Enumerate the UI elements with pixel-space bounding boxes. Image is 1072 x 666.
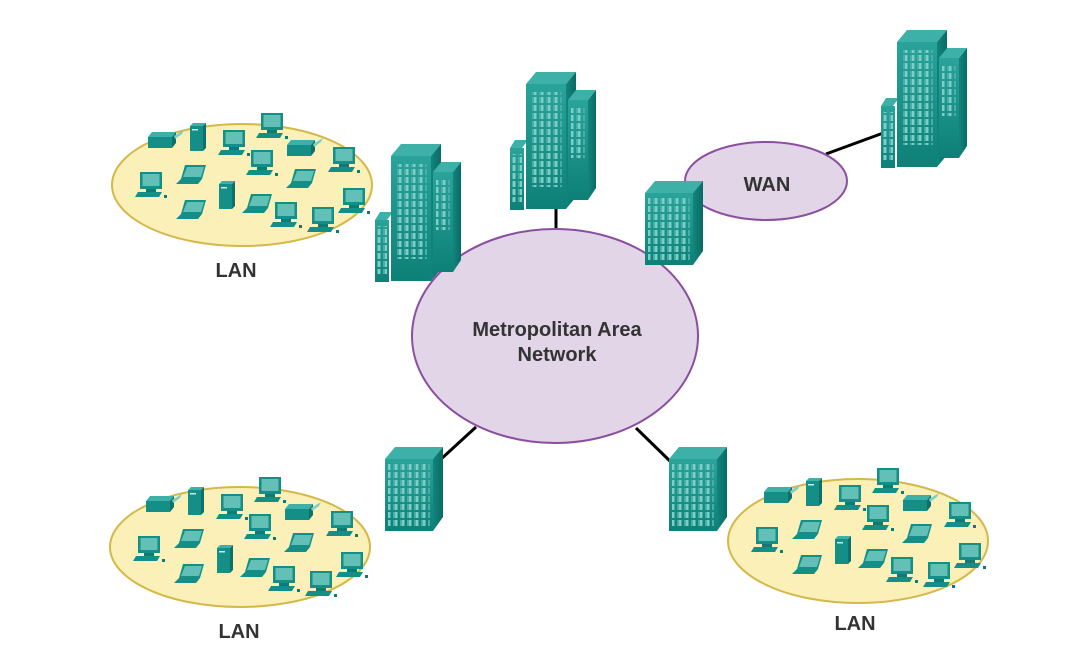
lan-top-left[interactable]: LAN (111, 113, 373, 282)
link-man-to-bottom-left-building (438, 425, 478, 462)
lan-bottom-left[interactable]: LAN (109, 477, 371, 643)
man-cloud[interactable]: Metropolitan Area Network (411, 228, 699, 444)
building-office-wan-gateway[interactable] (645, 181, 703, 265)
lan-bottom-right[interactable]: LAN (727, 468, 989, 635)
building-campus-top-left[interactable] (375, 144, 461, 282)
building-office-bottom-left[interactable] (385, 447, 443, 531)
man-label-line2: Network (518, 344, 598, 366)
lan-bottom-left-label: LAN (218, 621, 259, 643)
lan-bottom-right-label: LAN (834, 613, 875, 635)
building-office-bottom-right[interactable] (669, 447, 727, 531)
building-campus-remote[interactable] (881, 30, 967, 168)
building-campus-top[interactable] (510, 72, 596, 210)
lan-top-left-label: LAN (215, 260, 256, 282)
link-man-to-bottom-right-building (634, 426, 675, 466)
man-label-line1: Metropolitan Area (472, 319, 642, 341)
wan-label: WAN (744, 174, 791, 196)
link-wan-to-remote-building (825, 130, 887, 156)
wan-cloud[interactable]: WAN (684, 141, 848, 221)
